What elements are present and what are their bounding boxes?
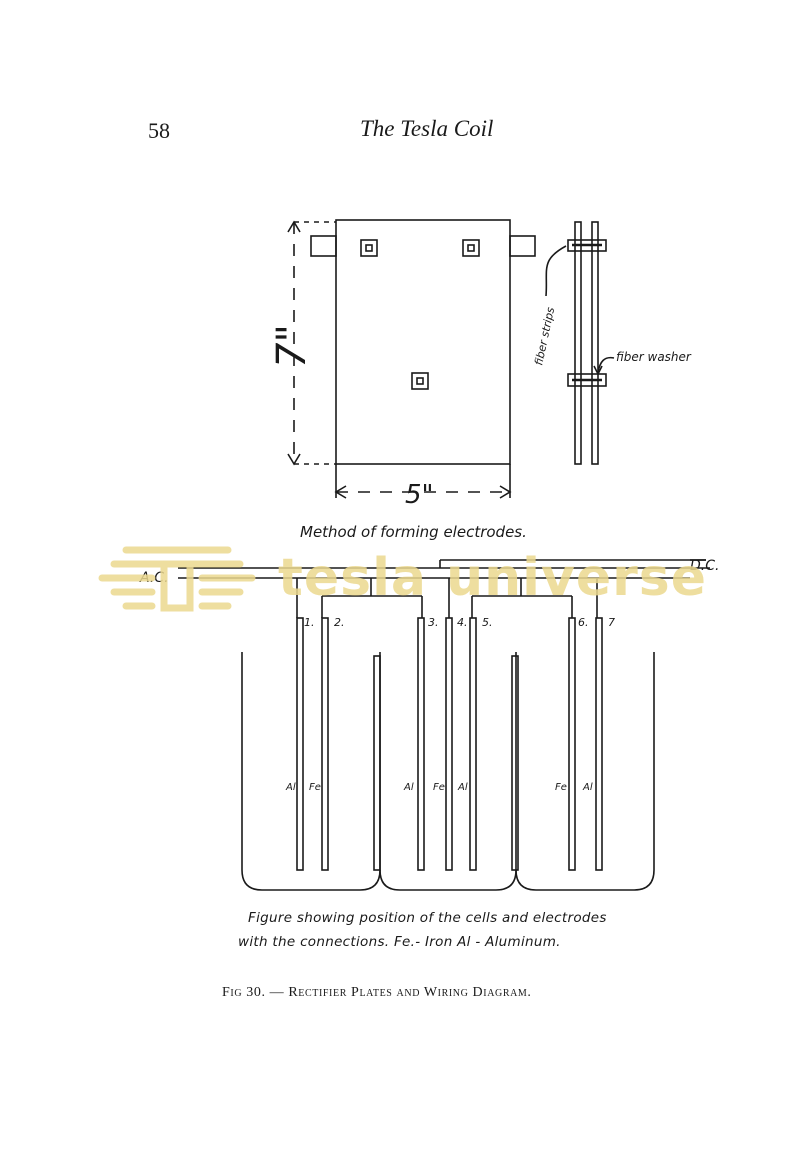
width-label: 5" [405,480,434,510]
electrode-numbers: 1. 2. 3. 4. 5. 6. 7 [304,616,615,629]
fiber-washer-label: fiber washer [616,350,692,364]
plate-label: Al [457,782,468,793]
electrode-number: 4. [457,616,468,629]
cell-jar-3 [515,652,655,891]
electrode-number: 1. [304,616,315,629]
electrode-number: 3. [428,616,439,629]
watermark: tesla universe [92,542,712,614]
electrode-6 [568,617,576,871]
plate-label: Fe [433,782,445,793]
plate-labels: Al Fe Al Fe Al Fe Al [285,782,593,793]
electrode-number: 6. [578,616,589,629]
electrode-5 [469,617,477,871]
fiber-strip-bottom [567,373,607,387]
electrode-plate [335,219,511,465]
plate-label: Fe [555,782,567,793]
electrode-side-view [545,221,615,465]
left-lug [310,235,337,257]
electrode-plate-drawing [287,219,536,499]
watermark-text: tesla universe [278,548,707,608]
dc-label: D.C. [690,558,719,574]
electrode-number: 5. [482,616,493,629]
plate-label: Al [582,782,593,793]
cell-jar-2 [379,652,517,891]
electrodes-caption: Method of forming electrodes. [300,523,527,541]
electrode-number: 2. [334,616,345,629]
electrode-2 [321,617,329,871]
right-lug [509,235,536,257]
fiber-washer-pointer [597,356,615,373]
plate-label: Al [403,782,414,793]
figure-caption: Fig 30. — Rectifier Plates and Wiring Di… [222,985,532,1000]
fiber-strips-label: fiber strips [532,306,557,367]
fiber-strip-top [567,239,607,252]
height-label: 7" [269,324,315,368]
page-number: 58 [148,118,170,143]
diagram-caption-line1: Figure showing position of the cells and… [248,910,607,926]
bolt-hole [411,372,429,390]
plate-label: Fe [309,782,321,793]
electrode-4 [445,617,453,871]
watermark-logo-icon [98,546,256,612]
electrode-3 [417,617,425,871]
diagram-caption-line2: with the connections. Fe.- Iron Al - Alu… [238,934,561,950]
wiring-diagram [178,559,710,891]
bolt-hole [360,239,378,257]
electrode-number: 7 [608,616,615,629]
bolt-hole [462,239,480,257]
fiber-strips-pointer [545,245,567,297]
cell-jar-1 [241,652,381,891]
electrode-7 [595,617,603,871]
plate-label: Al [285,782,296,793]
electrode-1 [296,617,304,871]
running-title: The Tesla Coil [360,116,494,141]
